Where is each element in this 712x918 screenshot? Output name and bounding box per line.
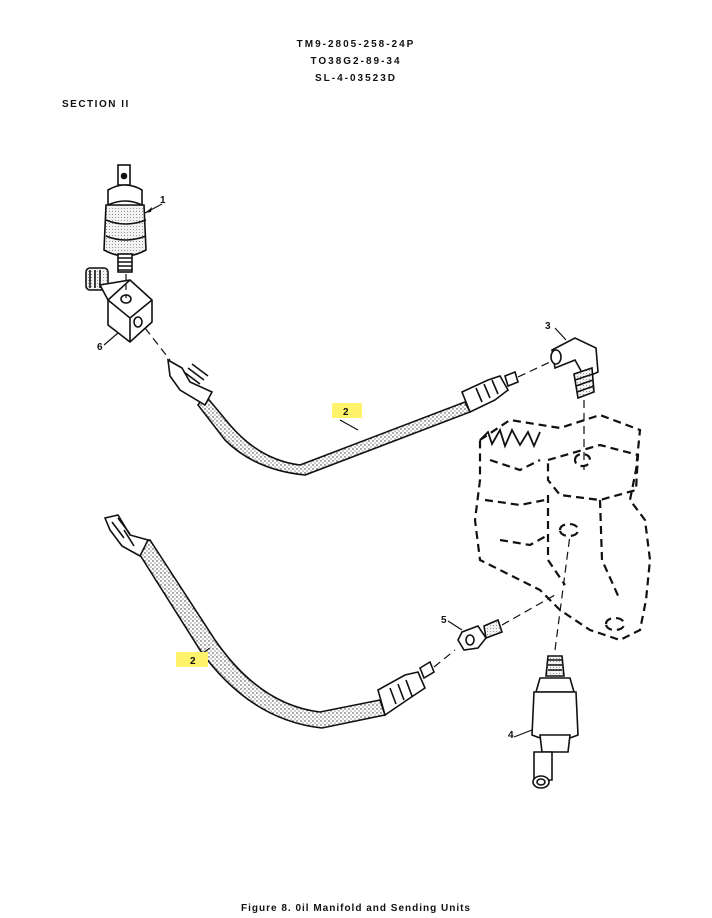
leader-line-part-4 [513,729,533,738]
callout-6: 6 [97,342,103,353]
document-header: TM9-2805-258-24P TO38G2-89-34 SL-4-03523… [0,36,712,87]
adapter-part-5 [457,618,504,651]
elbow-fitting-part-3 [550,337,599,400]
exploded-view-illustration: 1 2 3 2 4 5 6 [85,164,652,789]
callout-highlight-lower-2 [176,652,208,667]
leader-line-part-3 [554,327,567,341]
callout-3: 3 [545,321,551,332]
engine-block-break-line [479,427,541,449]
callout-2-lower: 2 [190,656,196,667]
lower-hose-part-2 [103,514,435,729]
leader-line-part-6 [103,332,119,346]
manifold-block-part-6 [85,267,153,344]
header-tm-number: TM9-2805-258-24P [296,39,416,50]
figure-caption: Figure 8. 0il Manifold and Sending Units [240,903,471,914]
header-sl-number: SL-4-03523D [314,73,398,84]
header-to-number: TO38G2-89-34 [310,56,402,67]
leader-line-part-5 [447,620,463,631]
callout-highlight-upper-2 [332,403,362,418]
leader-line-upper-2 [339,419,359,431]
sending-unit-part-1 [103,164,147,273]
upper-hose-part-2 [167,358,519,476]
section-heading: SECTION II [62,99,130,110]
callout-1: 1 [160,195,166,206]
sending-unit-part-4 [531,655,579,789]
callout-5: 5 [441,615,447,626]
callout-4: 4 [508,730,514,741]
engine-block-phantom [473,413,652,642]
callout-2-upper: 2 [343,407,349,418]
